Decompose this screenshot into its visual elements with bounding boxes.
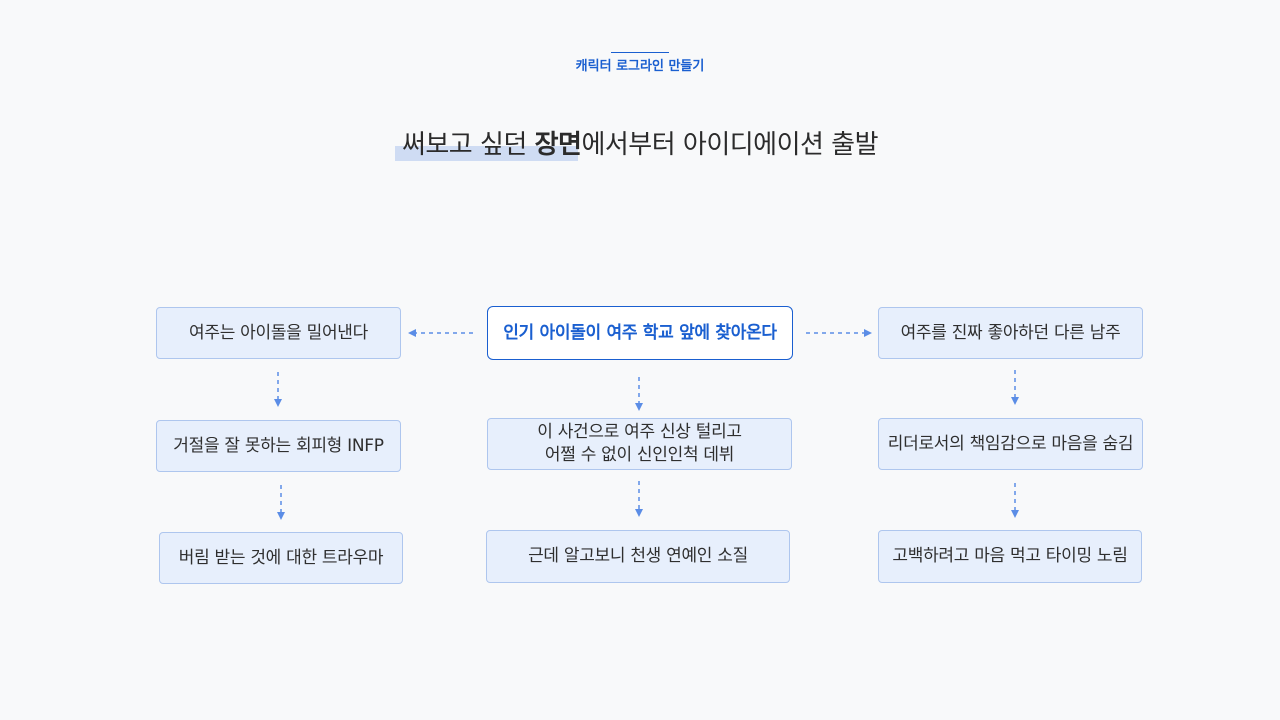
right-node-1: 여주를 진짜 좋아하던 다른 남주 — [878, 307, 1143, 359]
center-node-3: 근데 알고보니 천생 연예인 소질 — [486, 530, 790, 583]
title-bold: 장면 — [534, 130, 582, 160]
right-node-3: 고백하려고 마음 먹고 타이밍 노림 — [878, 530, 1142, 583]
right-node-2-label: 리더로서의 책임감으로 마음을 숨김 — [887, 433, 1134, 454]
left-node-2-label: 거절을 잘 못하는 회피형 INFP — [173, 435, 384, 456]
left-node-3-label: 버림 받는 것에 대한 트라우마 — [178, 547, 384, 568]
right-node-3-label: 고백하려고 마음 먹고 타이밍 노림 — [892, 546, 1128, 567]
title-pre: 써보고 싶던 — [401, 130, 535, 160]
right-node-2: 리더로서의 책임감으로 마음을 숨김 — [878, 418, 1143, 470]
left-node-3: 버림 받는 것에 대한 트라우마 — [159, 532, 403, 584]
center-node-3-label: 근데 알고보니 천생 연예인 소질 — [528, 546, 748, 567]
eyebrow-label: 캐릭터 로그라인 만들기 — [575, 59, 705, 74]
left-node-1-label: 여주는 아이돌을 밀어낸다 — [189, 322, 368, 343]
root-node: 인기 아이돌이 여주 학교 앞에 찾아온다 — [487, 306, 793, 360]
left-node-1: 여주는 아이돌을 밀어낸다 — [156, 307, 401, 359]
center-node-2: 이 사건으로 여주 신상 털리고 어쩔 수 없이 신인인척 데뷔 — [487, 418, 792, 470]
left-node-2: 거절을 잘 못하는 회피형 INFP — [156, 420, 401, 472]
eyebrow-underline — [611, 52, 669, 53]
page-title: 써보고 싶던 장면에서부터 아이디에이션 출발 — [0, 124, 1280, 161]
center-node-2-line2: 어쩔 수 없이 신인인척 데뷔 — [544, 445, 735, 465]
root-node-label: 인기 아이돌이 여주 학교 앞에 찾아온다 — [503, 322, 777, 343]
center-node-2-text: 이 사건으로 여주 신상 털리고 어쩔 수 없이 신인인척 데뷔 — [537, 421, 742, 467]
right-node-1-label: 여주를 진짜 좋아하던 다른 남주 — [900, 322, 1121, 343]
title-highlight — [395, 146, 578, 161]
center-node-2-line1: 이 사건으로 여주 신상 털리고 — [537, 422, 742, 443]
title-post: 에서부터 아이디에이션 출발 — [581, 130, 879, 160]
